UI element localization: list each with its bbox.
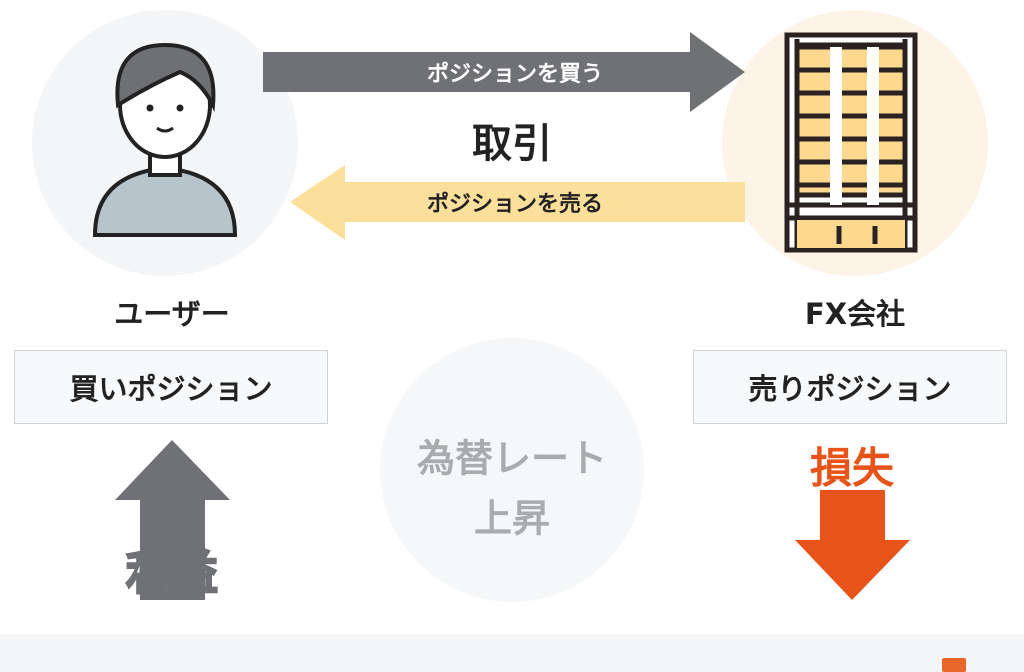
loss-down-arrow [795,490,910,600]
building-icon [784,32,918,253]
rate-circle [380,338,644,602]
rate-line1: 為替レート [416,436,608,481]
rate-line2: 上昇 [473,496,551,541]
loss-label: 損失 [809,443,895,493]
user-icon [92,42,238,237]
company-label: FX会社 [804,297,906,331]
buy-arrow [263,32,745,112]
sell-arrow [290,165,745,240]
logo-icon [942,658,966,672]
profit-up-arrow [115,440,230,600]
buy-arrow-label: ポジションを買う [426,62,604,87]
sell-arrow-label: ポジションを売る [426,192,604,217]
user-label: ユーザー [114,297,230,331]
trade-label: 取引 [472,121,552,167]
profit-label: 利益 [125,545,219,601]
buy-position-box: 買いポジション [14,350,328,424]
footer-band [0,634,1024,672]
sell-position-box: 売りポジション [693,350,1007,424]
